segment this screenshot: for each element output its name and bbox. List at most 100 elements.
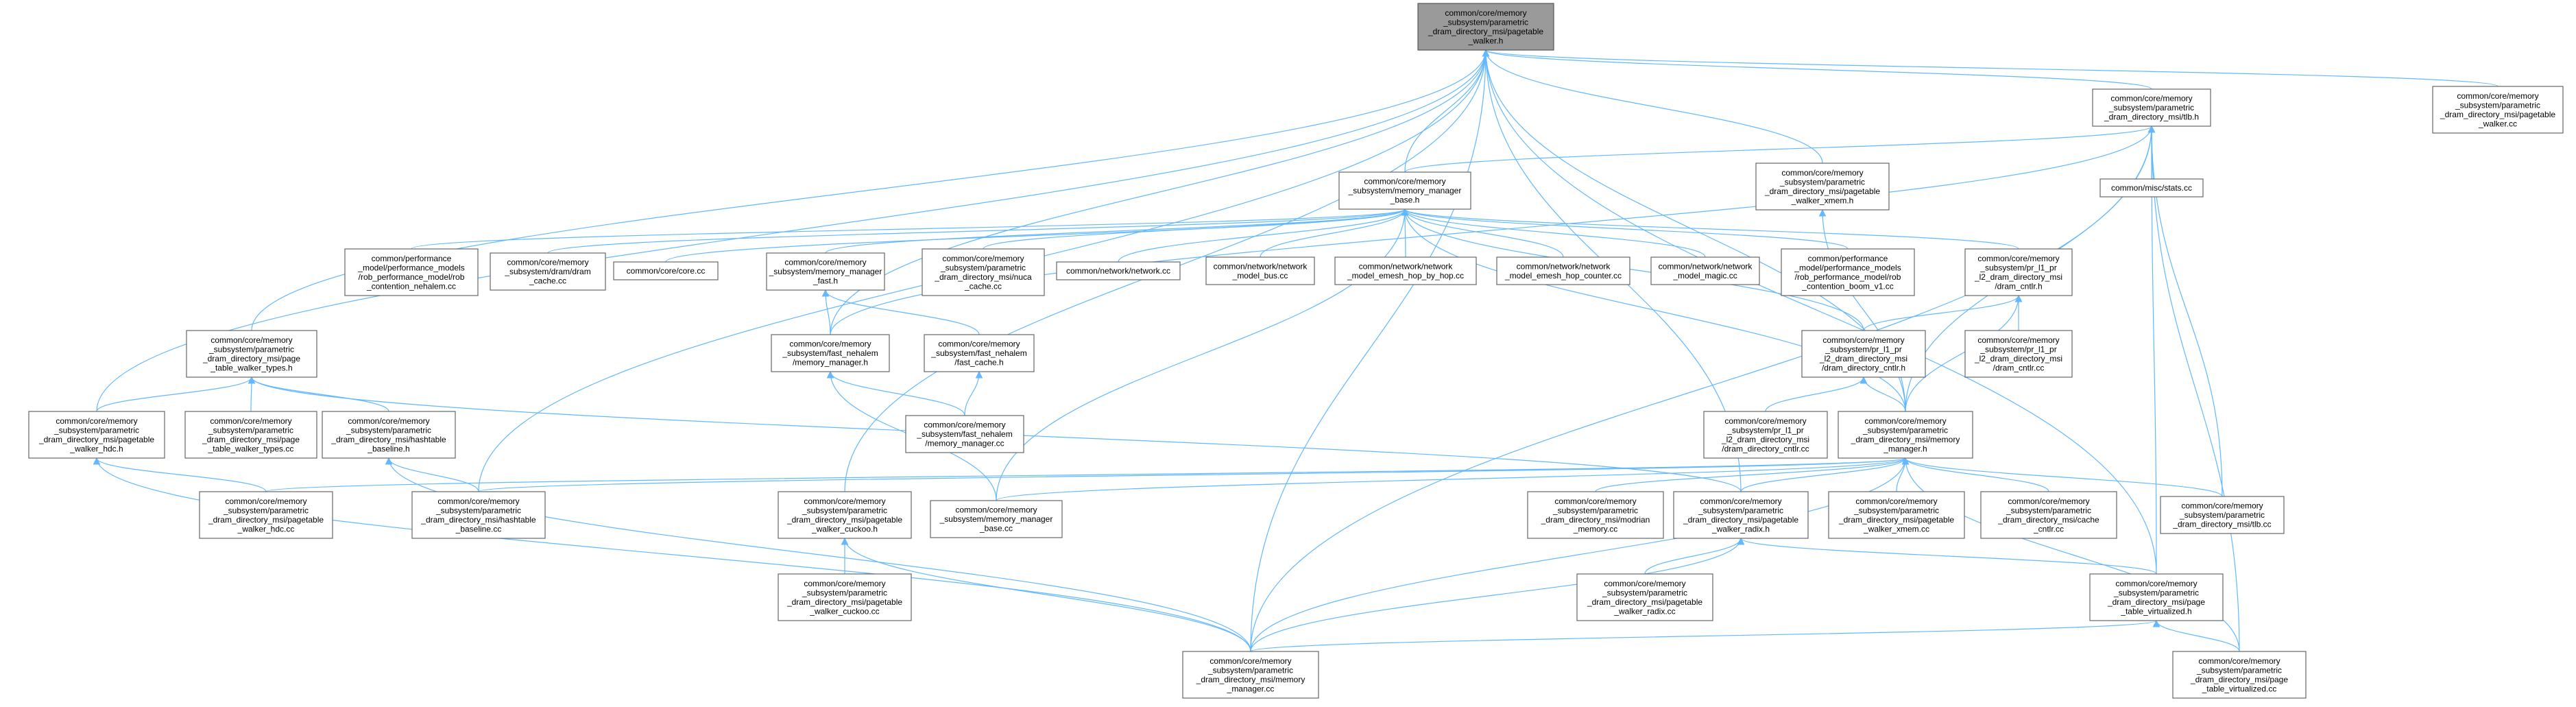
- node-pw-cc[interactable]: common/core/memory_subsystem/parametric_…: [2432, 86, 2564, 134]
- edge-mm-fast-h-to-mmb-h: [825, 208, 1409, 254]
- edge-pw-hdc-cc-to-mm-h: [265, 457, 1909, 492]
- node-pw-xmem-cc[interactable]: common/core/memory_subsystem/parametric_…: [1828, 491, 1965, 539]
- node-net-emesh-hc[interactable]: common/network/network_model_emesh_hop_c…: [1496, 256, 1630, 285]
- node-mm-cc[interactable]: common/core/memory_subsystem/parametric_…: [1182, 651, 1319, 699]
- edge-ptv-cc-to-ptv-h: [2152, 619, 2240, 652]
- node-ptwt-cc[interactable]: common/core/memory_subsystem/parametric_…: [184, 411, 317, 459]
- node-pw-cuckoo-h[interactable]: common/core/memory_subsystem/parametric_…: [778, 491, 912, 539]
- node-label-line: _l2_dram_directory_msi: [1974, 272, 2062, 282]
- node-label-line: _contention_nehalem.cc: [366, 281, 456, 291]
- node-net-bus[interactable]: common/network/network_model_bus.cc: [1205, 256, 1315, 285]
- node-mmb-h[interactable]: common/core/memory_subsystem/memory_mana…: [1338, 171, 1471, 210]
- node-box: [2160, 496, 2285, 534]
- node-hb-h[interactable]: common/core/memory_subsystem/parametric_…: [322, 411, 456, 459]
- node-cntlr-cc[interactable]: common/core/memory_subsystem/pr_l1_pr_l2…: [1964, 330, 2073, 378]
- node-tlb-h[interactable]: common/core/memory_subsystem/parametric_…: [2092, 88, 2211, 127]
- node-fn-mm-h[interactable]: common/core/memory_subsystem/fast_nehale…: [771, 334, 890, 372]
- node-label-line: common/core/memory: [942, 254, 1024, 263]
- node-label-line: _subsystem/parametric: [1862, 425, 1948, 435]
- node-net-magic[interactable]: common/network/network_model_magic.cc: [1650, 256, 1760, 285]
- node-label-line: _dram_directory_msi/pagetable: [38, 435, 154, 444]
- node-label-line: common/core/memory: [507, 258, 588, 267]
- node-pw-h[interactable]: common/core/memory_subsystem/parametric_…: [1417, 3, 1554, 51]
- edge-fn-mm-h-to-mm-fast-h: [821, 289, 831, 335]
- edge-mm-cc-to-mm-h: [1250, 457, 1910, 652]
- node-pw-hdc-cc[interactable]: common/core/memory_subsystem/parametric_…: [199, 491, 333, 539]
- node-label-line: _subsystem/dram/dram: [504, 267, 590, 276]
- node-core-cc[interactable]: common/core/core.cc: [613, 261, 719, 280]
- node-pw-radix-cc[interactable]: common/core/memory_subsystem/parametric_…: [1576, 573, 1713, 621]
- node-box: [1755, 163, 1890, 211]
- edge-mmb-cc-to-mm-h: [996, 457, 1909, 501]
- node-cntlr-h[interactable]: common/core/memory_subsystem/pr_l1_pr_l2…: [1964, 248, 2073, 296]
- node-label-line: _dram_directory_msi/page: [202, 435, 300, 444]
- edge-pw-xmem-h-to-pw-h: [1482, 49, 1823, 164]
- node-hb-cc[interactable]: common/core/memory_subsystem/parametric_…: [411, 491, 546, 539]
- node-fn-fc-h[interactable]: common/core/memory_subsystem/fast_nehale…: [924, 334, 1035, 372]
- edge-tlb-h-to-pw-h: [1482, 49, 2152, 90]
- node-pw-xmem-h[interactable]: common/core/memory_subsystem/parametric_…: [1755, 163, 1890, 211]
- node-label-line: common/core/memory: [210, 335, 292, 345]
- edge-net-emesh-hbh-to-mmb-h: [1401, 208, 1409, 258]
- node-box: [1838, 411, 1973, 459]
- node-label-line: _dram_directory_msi/modrian: [1541, 515, 1650, 525]
- node-mm-h[interactable]: common/core/memory_subsystem/parametric_…: [1838, 411, 1973, 459]
- node-pw-cuckoo-cc[interactable]: common/core/memory_subsystem/parametric_…: [778, 573, 912, 621]
- edge-hb-cc-to-hb-h: [385, 457, 479, 492]
- node-rob-nehalem[interactable]: common/performance_model/performance_mod…: [344, 248, 479, 296]
- node-label-line: common/core/memory: [1604, 579, 1685, 588]
- edge-fn-mm-cc-to-fn-fc-h: [964, 370, 983, 416]
- edge-pw-radix-cc-to-pw-radix-h: [1644, 537, 1745, 575]
- edge-mm-cc-to-pw-hdc-h: [93, 457, 1251, 652]
- node-label-line: _table_virtualized.cc: [2202, 684, 2277, 693]
- node-fn-mm-cc[interactable]: common/core/memory_subsystem/fast_nehale…: [905, 415, 1024, 453]
- node-ptv-cc[interactable]: common/core/memory_subsystem/parametric_…: [2172, 651, 2307, 699]
- node-label-line: common/core/memory: [2008, 496, 2089, 506]
- node-mmb-cc[interactable]: common/core/memory_subsystem/memory_mana…: [930, 500, 1063, 538]
- node-label-line: _subsystem/parametric: [1779, 177, 1865, 187]
- node-box: [778, 573, 912, 621]
- edge-ddc-h-to-mmb-h: [1401, 208, 1864, 331]
- node-label-line: _subsystem/memory_manager: [769, 267, 882, 276]
- node-ddc-cc[interactable]: common/core/memory_subsystem/pr_l1_pr_l2…: [1703, 411, 1828, 459]
- node-box: [344, 248, 479, 296]
- node-stats-cc[interactable]: common/misc/stats.cc: [2099, 178, 2204, 197]
- node-ddc-h[interactable]: common/core/memory_subsystem/pr_l1_pr_l2…: [1801, 330, 1926, 378]
- node-pw-radix-h[interactable]: common/core/memory_subsystem/parametric_…: [1673, 491, 1809, 539]
- edge-modrian-to-mm-h: [1595, 457, 1910, 492]
- edge-mm-cc-to-pw-radix-h: [1250, 537, 1745, 652]
- edge-rob-nehalem-to-mmb-h: [411, 208, 1408, 250]
- node-label-line: /memory_manager.h: [793, 358, 868, 368]
- node-network-cc[interactable]: common/network/network.cc: [1056, 261, 1181, 280]
- edge-pw-hdc-h-to-ptwt-h: [96, 376, 256, 412]
- node-label-line: common/core/memory: [437, 496, 519, 506]
- edge-rob-boom-to-mmb-h: [1401, 208, 1849, 250]
- edge-mmb-h-to-pw-h: [1404, 49, 1490, 173]
- node-label-line: _subsystem/parametric: [1207, 665, 1293, 675]
- node-label-line: _subsystem/parametric: [2108, 103, 2194, 112]
- node-label-line: common/misc/stats.cc: [2111, 183, 2192, 193]
- edge-ptv-h-to-pw-h: [1482, 49, 2157, 575]
- node-ptwt-h[interactable]: common/core/memory_subsystem/parametric_…: [186, 330, 317, 378]
- node-modrian[interactable]: common/core/memory_subsystem/parametric_…: [1527, 491, 1664, 539]
- node-box: [1650, 256, 1760, 285]
- node-mm-fast-h[interactable]: common/core/memory_subsystem/memory_mana…: [766, 252, 885, 291]
- node-rob-boom[interactable]: common/performance_model/performance_mod…: [1781, 248, 1915, 296]
- node-cache-cntlr[interactable]: common/core/memory_subsystem/parametric_…: [1980, 491, 2117, 539]
- node-nuca-cache[interactable]: common/core/memory_subsystem/parametric_…: [922, 248, 1045, 296]
- node-label-line: common/core/memory: [1724, 416, 1806, 426]
- node-label-line: common/core/memory: [2110, 94, 2192, 104]
- node-label-line: common/core/memory: [1445, 8, 1526, 18]
- edge-ptv-cc-to-mm-h: [1901, 457, 2240, 652]
- node-ptv-h[interactable]: common/core/memory_subsystem/parametric_…: [2089, 573, 2224, 621]
- node-pw-hdc-h[interactable]: common/core/memory_subsystem/parametric_…: [28, 411, 165, 459]
- node-box: [490, 252, 606, 291]
- edge-cache-cntlr-to-mm-h: [1901, 457, 2049, 492]
- node-label-line: _dram_directory_msi/page: [2107, 597, 2205, 607]
- node-tlb-cc[interactable]: common/core/memory_subsystem/parametric_…: [2160, 496, 2285, 534]
- node-net-emesh-hbh[interactable]: common/network/network_model_emesh_hop_b…: [1334, 256, 1477, 285]
- node-box: [924, 334, 1035, 372]
- node-dram-cache[interactable]: common/core/memory_subsystem/dram/dram_c…: [490, 252, 606, 291]
- node-box: [1980, 491, 2117, 539]
- edge-network-cc-to-mmb-h: [1118, 208, 1409, 263]
